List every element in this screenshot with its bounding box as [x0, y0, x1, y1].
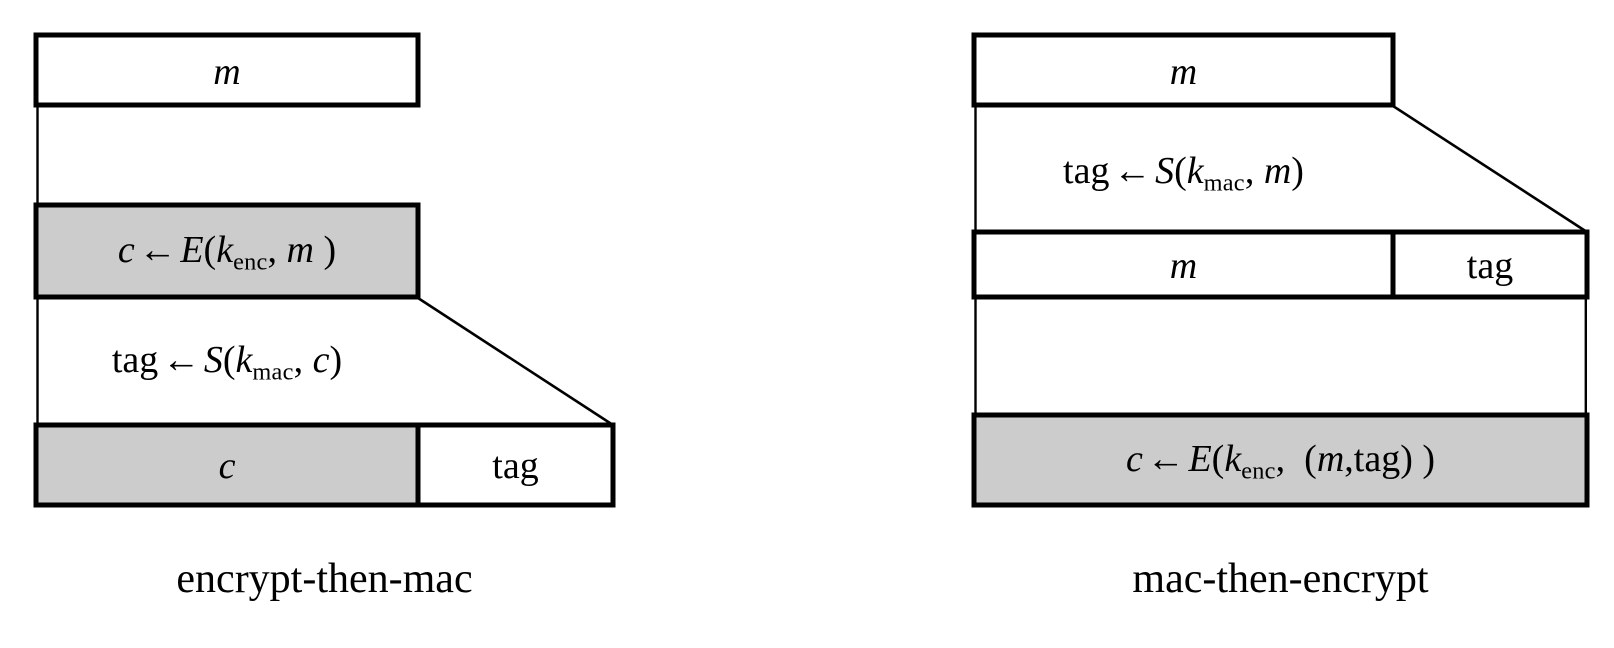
left-encrypt-box-outline	[33, 202, 421, 300]
right-mid-row-fill	[974, 232, 1587, 297]
left-caption: encrypt-then-mac	[176, 556, 473, 602]
left-output-c-fill	[36, 425, 418, 505]
right-encrypt-box-outline	[971, 412, 1590, 508]
left-top-box-fill	[36, 35, 418, 105]
right-diagonal-connector	[1392, 104, 1588, 234]
right-top-box-fill	[974, 35, 1393, 105]
right-encrypt-box-fill	[974, 415, 1587, 505]
right-caption: mac-then-encrypt	[1132, 556, 1429, 602]
left-output-tag-fill	[418, 425, 613, 505]
left-output-box-outline	[33, 422, 616, 508]
left-encrypt-box-fill	[36, 205, 418, 297]
right-mid-row-outline	[971, 229, 1590, 300]
left-diagram-group	[33, 32, 616, 508]
left-top-box-outline	[33, 32, 421, 108]
right-top-box-outline	[971, 32, 1396, 108]
left-diagonal-connector	[417, 296, 614, 427]
right-diagram-group	[971, 32, 1590, 508]
